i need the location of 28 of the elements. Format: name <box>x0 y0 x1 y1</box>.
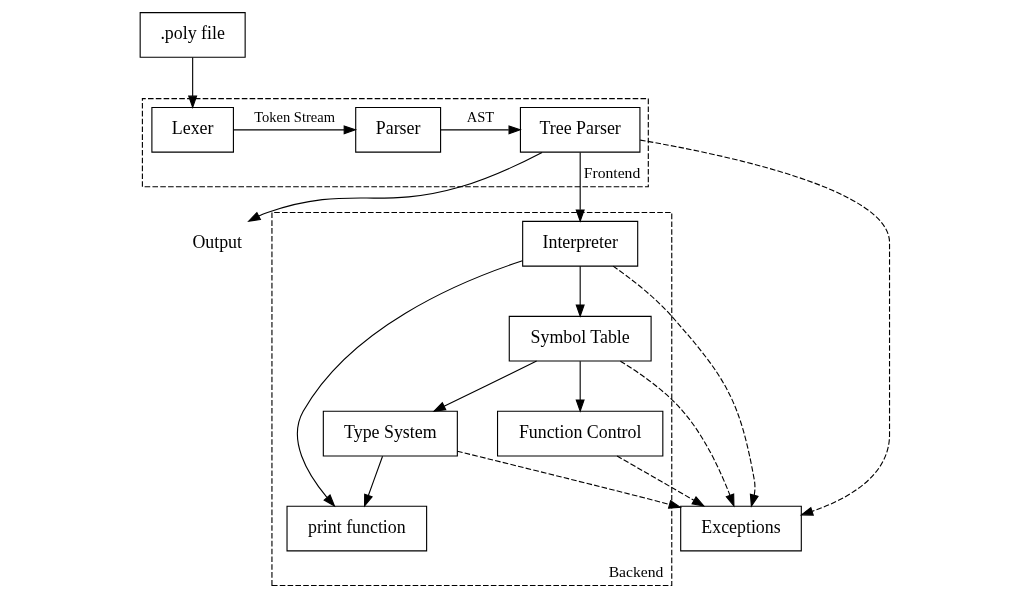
arrow <box>619 360 735 508</box>
arrow <box>575 265 585 318</box>
arrow <box>233 125 358 135</box>
node-box: Function Control <box>497 410 664 457</box>
node-box: print function <box>286 505 428 552</box>
arrow <box>363 455 384 508</box>
node-box: Type System <box>322 410 458 457</box>
arrow <box>187 56 198 110</box>
node-box: Interpreter <box>522 220 639 267</box>
node-box: Symbol Table <box>508 315 652 362</box>
arrow <box>247 151 543 222</box>
arrow <box>456 450 682 509</box>
node-text: Output <box>192 232 243 252</box>
arrow <box>296 260 523 508</box>
arrow <box>432 360 538 412</box>
node-box: Exceptions <box>680 505 802 552</box>
node-box: .poly file <box>139 12 246 58</box>
arrow <box>616 455 706 507</box>
arrow <box>639 139 891 516</box>
edge-label: Token Stream <box>254 109 335 126</box>
arrow <box>575 360 585 413</box>
arrow <box>612 265 759 508</box>
node-box: Tree Parser <box>519 106 641 153</box>
node-box: Lexer <box>151 106 234 153</box>
node-box: Parser <box>355 106 442 153</box>
arrow <box>440 125 522 135</box>
edge-label: AST <box>466 109 495 126</box>
arrow <box>575 151 585 223</box>
